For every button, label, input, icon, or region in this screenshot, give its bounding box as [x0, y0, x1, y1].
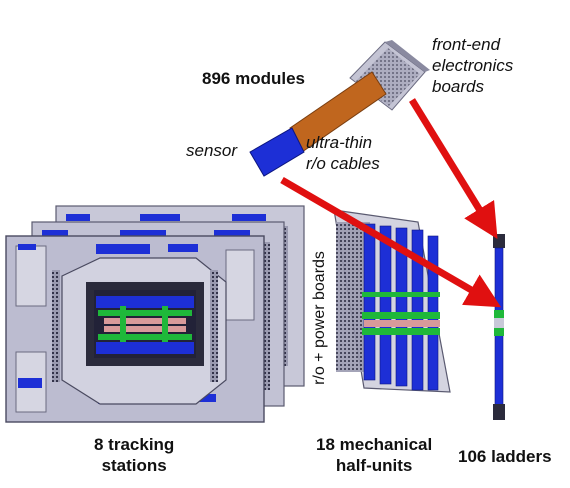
station-frame-front — [5, 235, 265, 423]
front-end-line-3: boards — [432, 77, 484, 96]
modules-label: 896 modules — [202, 69, 305, 88]
half-units-line-1: 18 mechanical — [316, 435, 433, 454]
tracking-stations-illustration — [5, 205, 305, 423]
ladder-illustration — [493, 234, 505, 420]
module-illustration — [249, 40, 430, 177]
sensor-label: sensor — [186, 141, 238, 160]
front-end-boards-label: front-end electronics boards — [432, 34, 513, 97]
arrow-sensor-to-ladder — [280, 176, 502, 308]
half-units-line-2: half-units — [335, 456, 413, 475]
stations-label: 8 tracking stations — [94, 434, 174, 476]
arrow-feb-to-ladder — [409, 98, 498, 239]
front-end-line-2: electronics — [432, 56, 514, 75]
sensor-icon — [249, 127, 305, 177]
cables-line-2: r/o cables — [306, 154, 380, 173]
stations-line-2: stations — [101, 456, 167, 475]
arrows — [280, 98, 502, 308]
stations-line-1: 8 tracking — [94, 435, 175, 454]
front-end-line-1: front-end — [432, 35, 501, 54]
cables-label: ultra-thin r/o cables — [306, 132, 380, 174]
cables-line-1: ultra-thin — [306, 133, 373, 152]
half-unit-illustration — [333, 209, 451, 393]
ladders-label: 106 ladders — [458, 447, 552, 466]
half-units-label: 18 mechanical half-units — [316, 434, 432, 476]
ro-power-boards-label: r/o + power boards — [311, 251, 328, 385]
